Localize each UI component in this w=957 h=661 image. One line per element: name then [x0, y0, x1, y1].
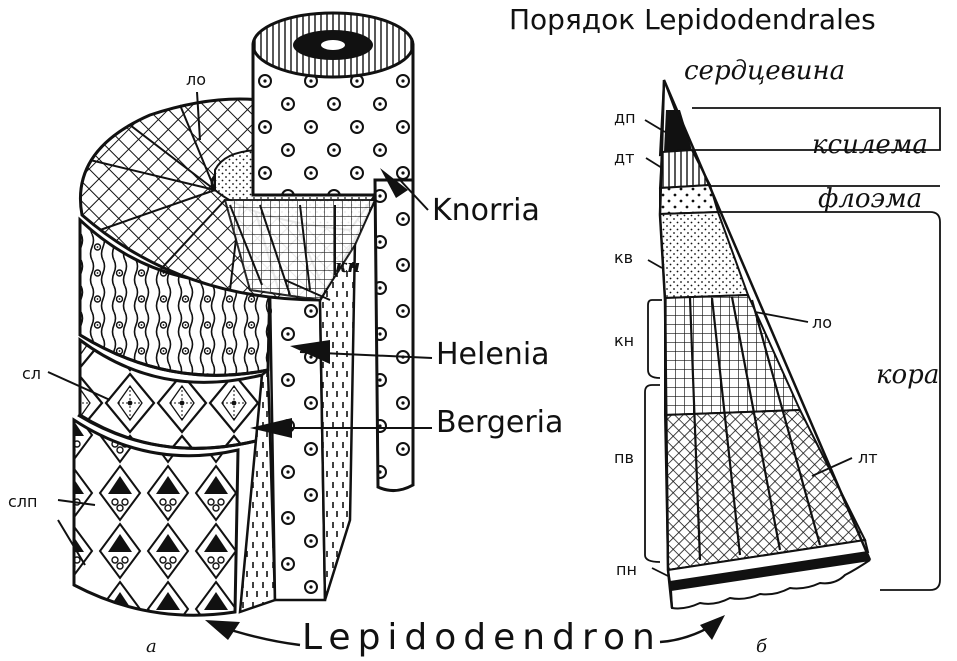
- label-bergeria: Bergeria: [436, 408, 563, 438]
- region-floema: флоэма: [818, 186, 922, 212]
- label-dp: дп: [614, 110, 636, 126]
- label-lo-right: ло: [812, 315, 832, 331]
- label-knorria: Knorria: [432, 196, 540, 226]
- panel-letter-a: а: [146, 638, 157, 656]
- stem-reconstruction-a: [48, 13, 432, 645]
- region-kora: кора: [876, 362, 939, 388]
- label-serdtsevina: сердцевина: [684, 58, 845, 84]
- label-kv: кв: [614, 250, 633, 266]
- label-pn: пн: [616, 562, 637, 578]
- diagram-title: Порядок Lepidodendrales: [509, 6, 876, 34]
- phloem-zone: [660, 185, 718, 214]
- knorria-strip: [375, 180, 413, 491]
- label-sl: сл: [22, 366, 41, 382]
- label-lo-left: ло: [186, 72, 206, 88]
- outer-bark-section: [74, 420, 238, 615]
- region-ksilema: ксилема: [812, 132, 928, 158]
- label-slp: слп: [8, 494, 37, 510]
- pith-center: [321, 40, 345, 50]
- label-helenia: Helenia: [436, 340, 550, 370]
- cortex-stippled-zone: [660, 212, 748, 298]
- phloem-strip: [320, 240, 355, 600]
- label-pv: пв: [614, 450, 634, 466]
- label-kn-right: кн: [614, 333, 634, 349]
- label-kn-left: кн: [335, 258, 360, 276]
- label-lt: лт: [858, 450, 878, 466]
- genus-label-lepidodendron: Lepidodendron: [302, 620, 662, 656]
- panel-letter-b: б: [756, 638, 767, 656]
- helenia-strip: [270, 290, 325, 600]
- label-dt: дт: [614, 150, 634, 166]
